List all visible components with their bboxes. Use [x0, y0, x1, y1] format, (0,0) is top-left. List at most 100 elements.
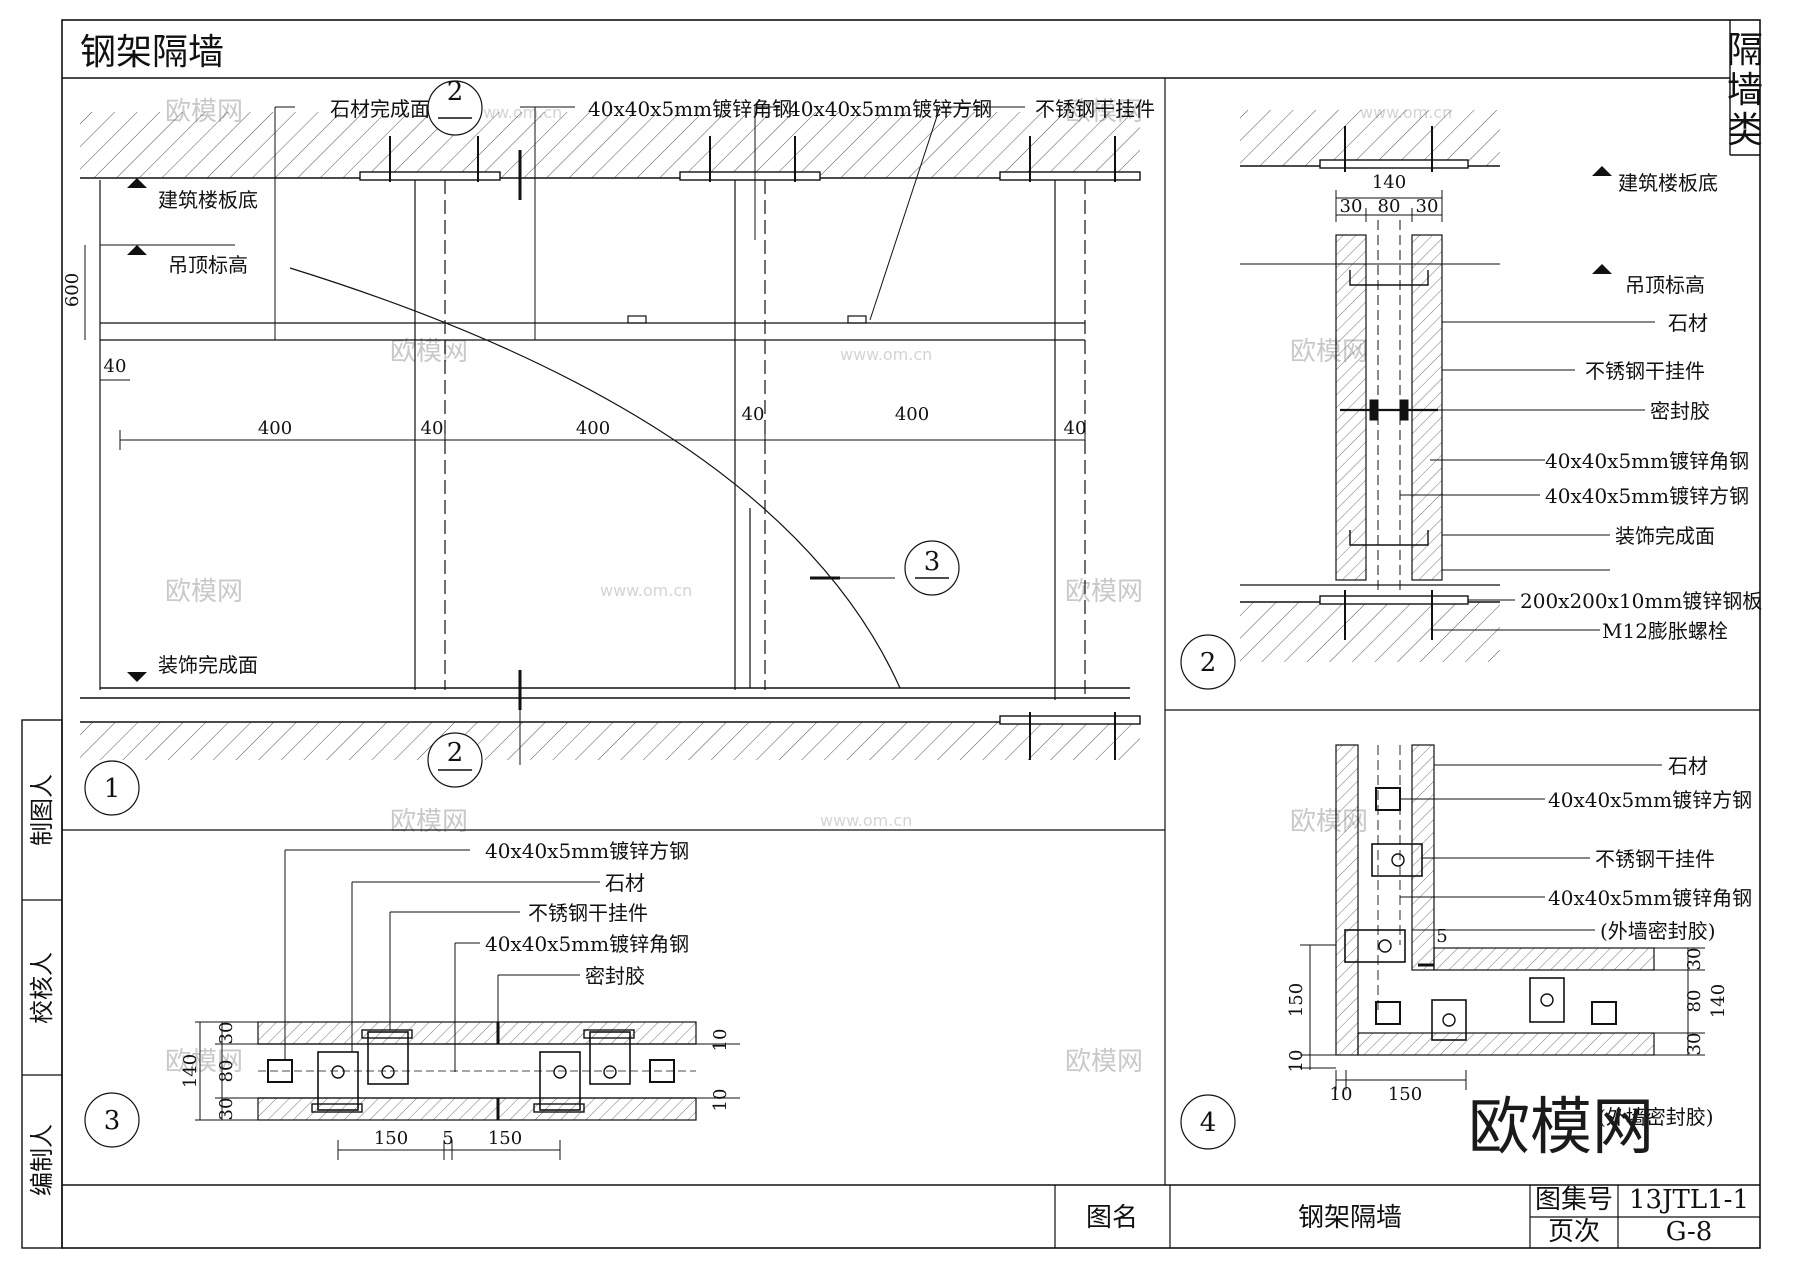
- view-1-text: 2 2 3 1 石材完成面 40x40x5mm镀锌角钢 40x40x5mm镀锌方…: [62, 77, 1155, 804]
- watermark-url: www.om.cn: [820, 811, 912, 830]
- sheet-frame: [21, 19, 1761, 1249]
- dim-140: 140: [1372, 172, 1406, 193]
- view-2-section: [1180, 110, 1655, 690]
- label-ext-sealant-lower: (外墙密封胶): [1598, 1105, 1714, 1129]
- dim-5: 5: [442, 1128, 453, 1149]
- dim-30: 30: [1416, 196, 1439, 217]
- view-4-section: [1180, 744, 1705, 1150]
- dim-10: 10: [1330, 1084, 1353, 1105]
- dim-30: 30: [216, 1098, 237, 1121]
- dim-40: 40: [742, 404, 765, 425]
- label-hanger: 不锈钢干挂件: [1585, 359, 1705, 383]
- dim-80: 80: [1684, 990, 1705, 1013]
- label-finish-face: 装饰完成面: [158, 653, 258, 677]
- floor-slab: [80, 722, 1140, 760]
- drawing-name-label: 图名: [1086, 1203, 1138, 1233]
- label-square-steel: 40x40x5mm镀锌方钢: [485, 839, 689, 863]
- anchor-plate: [999, 715, 1141, 725]
- watermark-url: www.om.cn: [840, 345, 932, 364]
- dim-80: 80: [1378, 196, 1401, 217]
- label-sealant: 密封胶: [585, 964, 645, 988]
- dim-150: 150: [1286, 983, 1307, 1017]
- atlas-number: 13JTL1-1: [1629, 1185, 1749, 1215]
- dim-10: 10: [1286, 1050, 1307, 1073]
- dim-40: 40: [1064, 418, 1087, 439]
- label-plate: 200x200x10mm镀锌钢板: [1520, 589, 1762, 613]
- label-bolt: M12膨胀螺栓: [1602, 619, 1728, 643]
- dim-30: 30: [1684, 1033, 1705, 1056]
- label-square-steel: 40x40x5mm镀锌方钢: [788, 97, 992, 121]
- atlas-label: 图集号: [1535, 1185, 1613, 1215]
- drawing-name: 钢架隔墙: [1298, 1203, 1402, 1233]
- label-sealant: 密封胶: [1650, 399, 1710, 423]
- view-number: 3: [104, 1106, 121, 1136]
- label-ceiling-level: 吊顶标高: [1625, 273, 1705, 297]
- watermark-url: www.om.cn: [600, 581, 692, 600]
- label-angle-steel: 40x40x5mm镀锌角钢: [1545, 449, 1749, 473]
- anchor-plate: [679, 171, 821, 181]
- dim-80: 80: [216, 1060, 237, 1083]
- dim-400: 400: [895, 404, 929, 425]
- dim-40: 40: [421, 418, 444, 439]
- section-ref-top: 2: [447, 77, 464, 107]
- watermark: 欧模网: [165, 1047, 243, 1077]
- label-square-steel: 40x40x5mm镀锌方钢: [1548, 788, 1752, 812]
- view-3-text: 3 40x40x5mm镀锌方钢 石材 不锈钢干挂件 40x40x5mm镀锌角钢 …: [104, 839, 731, 1149]
- section-ref-bottom: 2: [447, 738, 464, 768]
- page-number: G-8: [1666, 1217, 1713, 1247]
- label-stone: 石材: [1668, 754, 1708, 778]
- label-square-steel: 40x40x5mm镀锌方钢: [1545, 484, 1749, 508]
- category-char: 隔: [1727, 30, 1763, 71]
- watermark: 欧模网: [390, 807, 468, 837]
- dim-30: 30: [1340, 196, 1363, 217]
- dim-10: 10: [710, 1029, 731, 1052]
- sheet-title: 钢架隔墙: [80, 32, 224, 73]
- anchor-plate: [999, 171, 1141, 181]
- watermark-layer: 欧模网 www.om.cn 欧模网 www.om.cn 欧模网 www.om.c…: [165, 97, 1452, 1077]
- label-ext-sealant: (外墙密封胶): [1600, 919, 1716, 943]
- dim-140: 140: [180, 1054, 201, 1088]
- dim-5: 5: [1436, 926, 1447, 947]
- dim-150: 150: [374, 1128, 408, 1149]
- dim-600: 600: [62, 273, 83, 307]
- label-hanger: 不锈钢干挂件: [1595, 847, 1715, 871]
- category-char: 类: [1727, 110, 1763, 151]
- view-number: 2: [1200, 648, 1217, 678]
- dim-40: 40: [104, 356, 127, 377]
- label-finish-face: 装饰完成面: [1615, 524, 1715, 548]
- label-angle-steel: 40x40x5mm镀锌角钢: [1548, 886, 1752, 910]
- label-stone: 石材: [1668, 311, 1708, 335]
- watermark-logo: 欧模网: [1468, 1090, 1654, 1163]
- label-hanger: 不锈钢干挂件: [1035, 97, 1155, 121]
- label-stone-finish: 石材完成面: [330, 97, 430, 121]
- label-angle-steel: 40x40x5mm镀锌角钢: [588, 97, 792, 121]
- watermark: 欧模网: [1065, 577, 1143, 607]
- watermark: 欧模网: [390, 337, 468, 367]
- label-stone: 石材: [605, 871, 645, 895]
- view-3-section: [84, 849, 740, 1160]
- role-compiler: 编制人: [28, 1124, 56, 1196]
- dim-400: 400: [576, 418, 610, 439]
- dim-140: 140: [1708, 984, 1729, 1018]
- view-number: 1: [104, 774, 121, 804]
- dim-400: 400: [258, 418, 292, 439]
- anchor-plate: [359, 171, 501, 181]
- label-slab-bottom: 建筑楼板底: [158, 188, 258, 212]
- watermark: 欧模网: [1065, 1047, 1143, 1077]
- ceiling-slab: [80, 112, 1140, 178]
- dim-150: 150: [1388, 1084, 1422, 1105]
- page-label: 页次: [1548, 1217, 1600, 1247]
- dim-30: 30: [1684, 948, 1705, 971]
- label-slab-bottom: 建筑楼板底: [1618, 171, 1718, 195]
- label-hanger: 不锈钢干挂件: [528, 901, 648, 925]
- view-4-text: 4 石材 40x40x5mm镀锌方钢 不锈钢干挂件 40x40x5mm镀锌角钢 …: [1200, 754, 1752, 1138]
- watermark: 欧模网: [165, 577, 243, 607]
- role-checker: 校核人: [28, 952, 56, 1024]
- view-2-text: 2 140 30 80 30 建筑楼板底 吊顶标高 石材 不锈钢干挂件 密封胶 …: [1200, 171, 1763, 678]
- dim-30: 30: [216, 1022, 237, 1045]
- dim-150: 150: [488, 1128, 522, 1149]
- view-1-elevation: [80, 80, 1141, 816]
- label-ceiling-level: 吊顶标高: [168, 253, 248, 277]
- section-ref-side: 3: [924, 547, 941, 577]
